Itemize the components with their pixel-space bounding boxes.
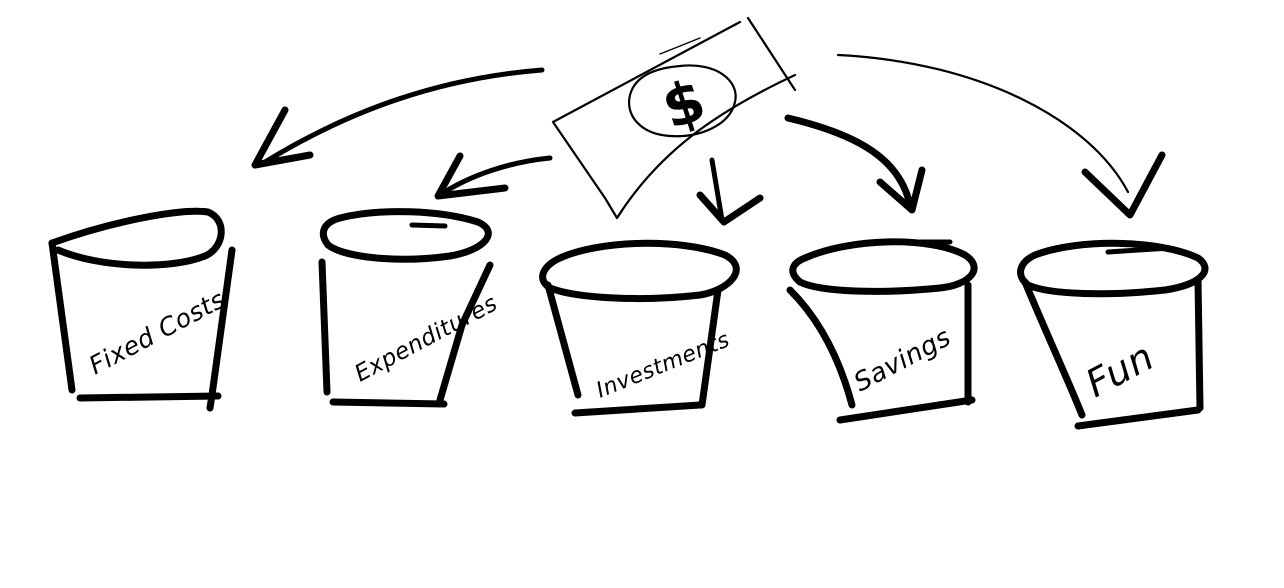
dollar-bill-outline: [551, 16, 797, 220]
bucket-label: Fun: [1079, 334, 1161, 406]
arrow-to-investments: [696, 157, 764, 226]
dollar-circle: [627, 64, 737, 138]
bucket-label: Fixed Costs: [84, 285, 230, 381]
bucket-fun: Fun: [1017, 239, 1209, 430]
bucket-savings: Savings: [786, 238, 978, 424]
dollar-bill-icon: $: [551, 16, 797, 220]
bucket-label: Savings: [849, 322, 956, 398]
bucket-label: Expenditures: [351, 290, 502, 387]
bucket-fixed-costs: Fixed Costs: [48, 207, 236, 412]
bucket-investments: Investments: [539, 239, 740, 417]
arrow-to-expenditures: [434, 152, 553, 200]
dollar-sign: $: [654, 65, 713, 142]
arrow-to-savings: [784, 114, 926, 214]
arrow-to-fixed-costs: [251, 67, 545, 169]
bucket-expenditures: Expenditures: [318, 208, 502, 408]
bucket-label: Investments: [593, 327, 734, 403]
arrow-to-fun: [836, 53, 1166, 219]
